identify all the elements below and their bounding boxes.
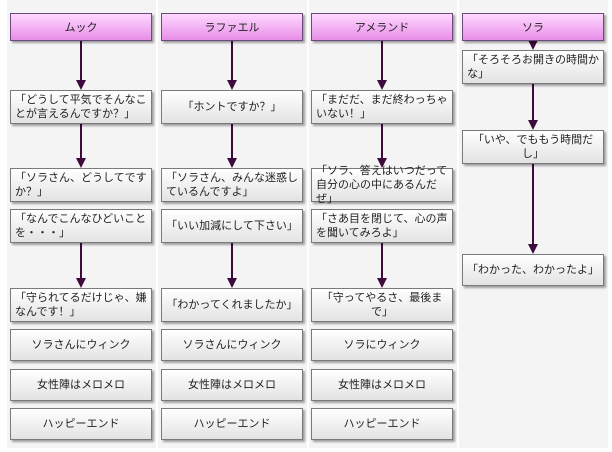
- node-ameland-5: ソラにウィンク: [311, 329, 453, 361]
- node-muck-3: 「なんでこんなひどいことを・・・」: [10, 209, 152, 243]
- node-muck-7: ハッピーエンド: [10, 408, 152, 440]
- node-raphael-2: 「ソラさん、みんな迷惑しているんですよ」: [161, 168, 303, 202]
- header-raphael: ラファエル: [161, 13, 303, 41]
- node-muck-1: 「どうして平気でそんなことが言えるんですか？」: [10, 90, 152, 124]
- node-ameland-6: 女性陣はメロメロ: [311, 369, 453, 401]
- header-sora: ソラ: [462, 13, 604, 41]
- node-ameland-1: 「まだだ、まだ終わっちゃいない！」: [311, 90, 453, 124]
- node-sora-1: 「そろそろお開きの時間かな」: [462, 50, 604, 84]
- node-muck-4: 「守られてるだけじゃ、嫌なんです！」: [10, 288, 152, 322]
- node-raphael-3: 「いい加減にして下さい」: [161, 209, 303, 243]
- node-raphael-5: ソラさんにウィンク: [161, 329, 303, 361]
- node-muck-6: 女性陣はメロメロ: [10, 369, 152, 401]
- node-raphael-1: 「ホントですか？」: [161, 90, 303, 124]
- node-raphael-4: 「わかってくれましたか」: [161, 288, 303, 322]
- node-ameland-7: ハッピーエンド: [311, 408, 453, 440]
- node-ameland-4: 「守ってやるさ、最後まで」: [311, 288, 453, 322]
- node-muck-2: 「ソラさん、どうしてですか？」: [10, 168, 152, 202]
- node-muck-5: ソラさんにウィンク: [10, 329, 152, 361]
- header-ameland: アメランド: [311, 13, 453, 41]
- node-sora-2: 「いや、でももう時間だし」: [462, 130, 604, 164]
- header-muck: ムック: [10, 13, 152, 41]
- node-ameland-3: 「さあ目を閉じて、心の声を聞いてみろよ」: [311, 209, 453, 243]
- node-raphael-7: ハッピーエンド: [161, 408, 303, 440]
- node-ameland-2: 「ソラ、答えはいつだって自分の心の中にあるんだぜ」: [311, 164, 453, 205]
- node-sora-3: 「わかった、わかったよ」: [462, 254, 604, 286]
- node-raphael-6: 女性陣はメロメロ: [161, 369, 303, 401]
